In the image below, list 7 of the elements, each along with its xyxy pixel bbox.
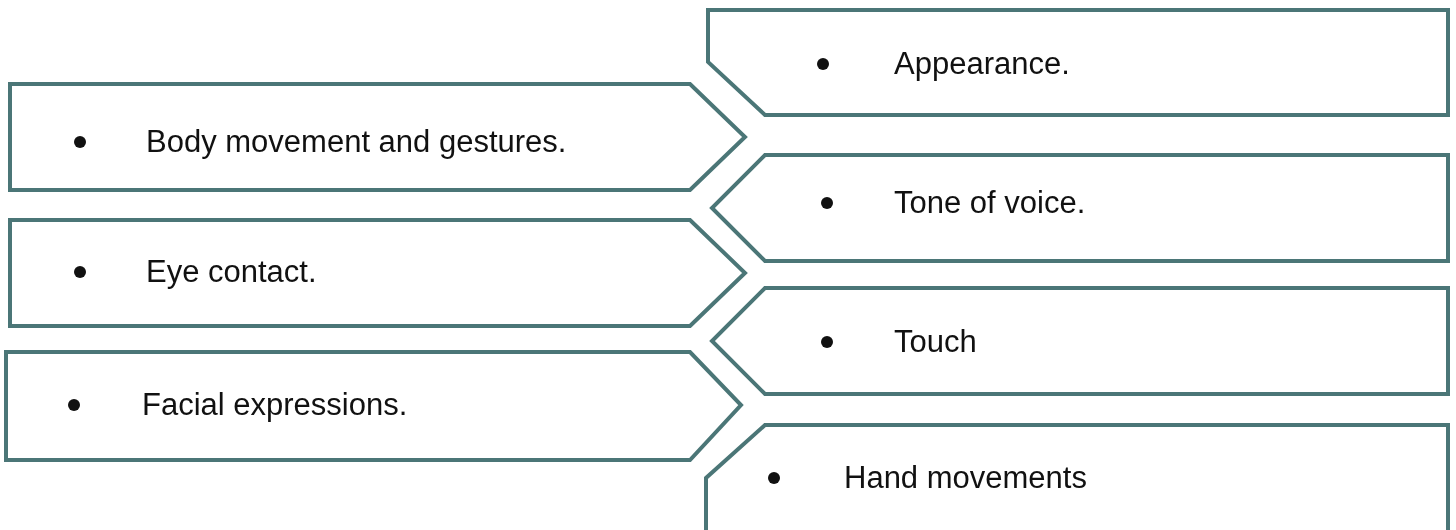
list-item-text: Appearance. bbox=[894, 46, 1070, 82]
list-item-text: Tone of voice. bbox=[894, 185, 1086, 221]
list-item-text: Hand movements bbox=[844, 460, 1087, 496]
list-item-text: Touch bbox=[894, 324, 977, 360]
list-item-text: Eye contact. bbox=[146, 254, 317, 290]
list-item-text: Facial expressions. bbox=[142, 387, 408, 423]
list-item-text: Body movement and gestures. bbox=[146, 124, 567, 160]
